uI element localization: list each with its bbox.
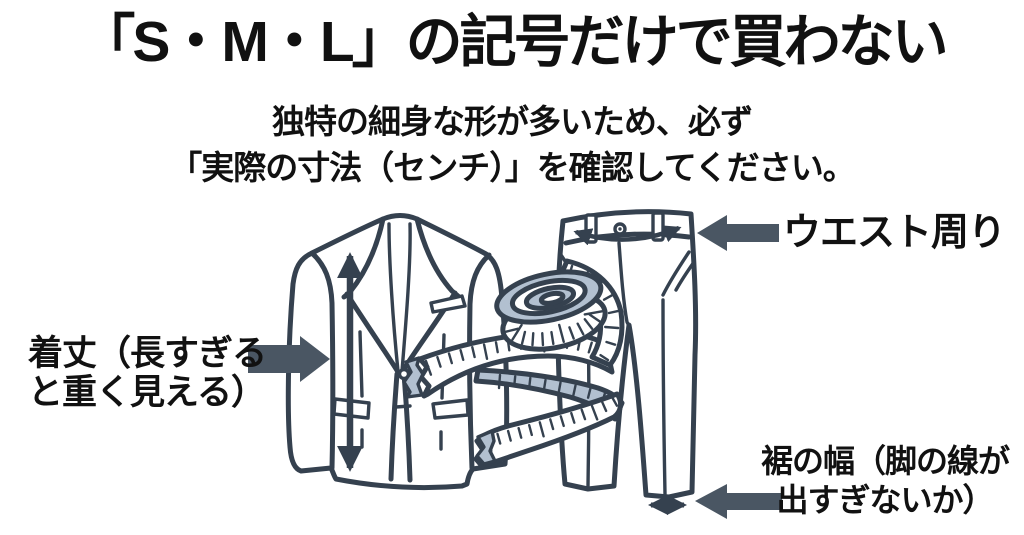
tape-torn-end-lower [475, 429, 497, 466]
measuring-tape [402, 258, 625, 469]
label-hem-width-line1: 裾の幅（脚の線が [760, 443, 1010, 479]
suit-jacket [285, 213, 510, 491]
page-title: 「S・M・L」の記号だけで買わない [78, 10, 948, 74]
jacket-length-pointer-arrow [248, 336, 330, 382]
subtitle: 独特の細身な形が多いため、必ず 「実際の寸法（センチ）」を確認してください。 [0, 99, 1024, 191]
subtitle-line2: 「実際の寸法（センチ）」を確認してください。 [169, 149, 856, 186]
label-jacket-length-line1: 着丈（長すぎる [28, 334, 267, 373]
waist-pointer-arrow [697, 215, 779, 251]
waist-curved-arrow [573, 225, 682, 246]
tape-torn-end-upper [402, 356, 425, 399]
label-jacket-length-line2: と重く見える） [28, 373, 266, 412]
tape-roll [494, 269, 608, 352]
label-waist: ウエスト周り [783, 212, 1006, 254]
subtitle-line1: 独特の細身な形が多いため、必ず [272, 103, 753, 140]
label-hem-width: 裾の幅（脚の線が 出すぎないか） [746, 442, 1024, 520]
hem-pointer-arrow [695, 484, 782, 519]
pocket-square [429, 294, 467, 314]
label-hem-width-line2: 出すぎないか） [776, 482, 994, 518]
label-jacket-length: 着丈（長すぎる と重く見える） [28, 334, 267, 412]
